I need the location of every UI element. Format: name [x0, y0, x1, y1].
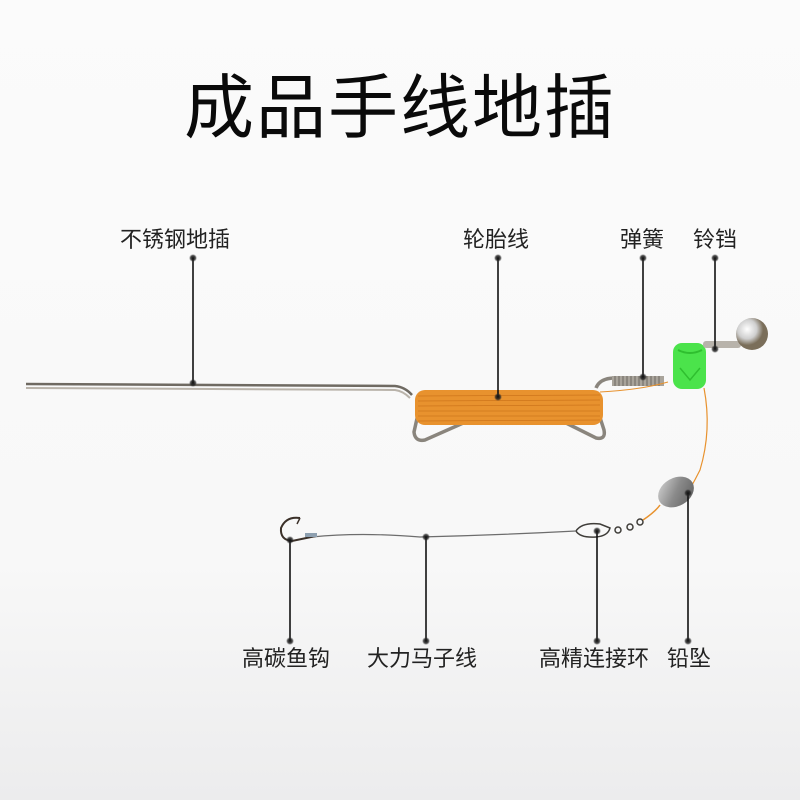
callout-lines-bottom — [289, 493, 689, 641]
label-tire-line: 轮胎线 — [463, 228, 530, 253]
callout-lines-top — [192, 258, 716, 397]
label-precision-swivel: 高精连接环 — [539, 647, 650, 672]
callout-dots-top — [189, 254, 719, 401]
bell — [703, 318, 768, 350]
label-high-carbon-hook: 高碳鱼钩 — [242, 647, 331, 672]
callout-dots-bottom — [286, 489, 692, 645]
swivel — [575, 504, 661, 538]
green-bell-clip — [673, 343, 706, 389]
lead-sinker — [658, 476, 694, 508]
label-lead-sinker: 铅坠 — [667, 647, 712, 672]
page-title: 成品手线地插 — [184, 67, 616, 149]
label-stainless-stake: 不锈钢地插 — [120, 228, 231, 253]
spring — [599, 376, 669, 393]
label-spring: 弹簧 — [620, 228, 665, 253]
hook — [279, 516, 317, 543]
strong-line — [311, 530, 577, 538]
label-strong-line: 大力马子线 — [367, 647, 478, 672]
label-bell-pin: 铃铛 — [693, 228, 738, 253]
stainless-stake — [25, 376, 632, 443]
tire-line-spool — [415, 390, 603, 425]
